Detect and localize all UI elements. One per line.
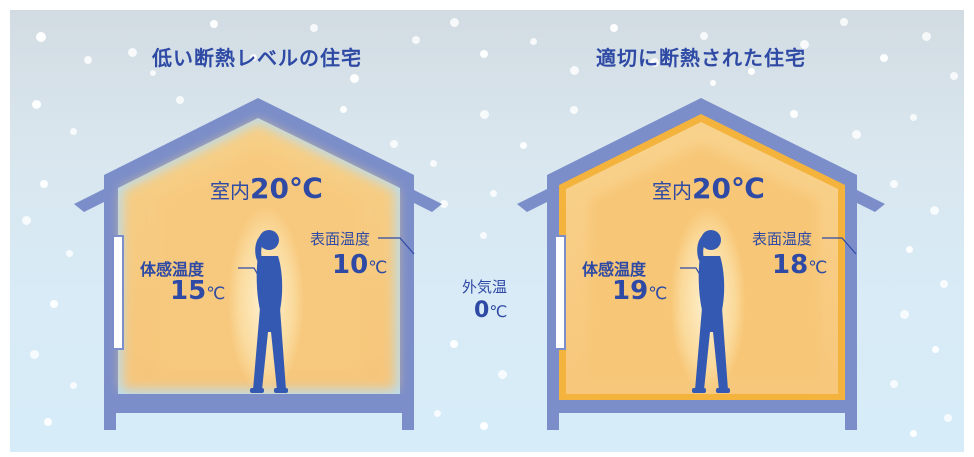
snowflake	[900, 310, 909, 319]
snowflake	[930, 206, 939, 215]
left-feel-unit: ℃	[206, 284, 226, 304]
snowflake	[70, 382, 77, 389]
snowflake	[890, 380, 898, 388]
outside-value: 0	[474, 298, 490, 323]
snowflake	[412, 36, 420, 44]
snowflake	[906, 246, 913, 253]
snowflake	[128, 48, 137, 57]
outside-label: 外気温	[462, 278, 508, 296]
snowflake	[22, 216, 31, 225]
right-feel-value: 19	[612, 276, 649, 306]
outside-unit: ℃	[489, 302, 508, 321]
right-feel-temp: 19℃	[612, 276, 667, 306]
snowflake	[710, 80, 716, 86]
snowflake	[350, 74, 359, 83]
snowflake	[440, 200, 448, 208]
snowflake	[450, 18, 459, 27]
snowflake	[250, 54, 257, 61]
left-surface-label: 表面温度	[310, 230, 371, 248]
right-surface-leader	[822, 237, 857, 255]
snowflake	[530, 38, 537, 45]
left-room-label: 室内	[210, 179, 250, 203]
snowflake	[66, 250, 73, 257]
snowflake	[36, 32, 46, 42]
right-feel-label: 体感温度	[582, 260, 647, 279]
snowflake	[480, 110, 489, 119]
houses-illustration	[74, 98, 885, 430]
snowflake	[940, 280, 948, 288]
snowflake	[520, 142, 527, 149]
snowflake	[430, 160, 437, 167]
snowflake	[570, 106, 578, 114]
left-house-title: 低い断熱レベルの住宅	[152, 46, 362, 70]
snowflake	[450, 340, 458, 348]
snowflake	[70, 128, 77, 135]
snowflake	[910, 114, 917, 121]
snowflake	[480, 422, 488, 430]
left-surface-value: 10	[332, 250, 369, 280]
snowflake	[490, 190, 497, 197]
left-house-window	[112, 235, 124, 350]
outside-temp: 0℃	[474, 298, 507, 323]
right-surface-unit: ℃	[808, 258, 828, 278]
right-room-label: 室内	[652, 179, 692, 203]
left-room-temp: 20℃	[250, 172, 323, 205]
snowflake	[44, 418, 52, 426]
snowflake	[30, 350, 39, 359]
left-surface-unit: ℃	[368, 258, 388, 278]
snowflake	[922, 32, 931, 41]
snowflake	[480, 232, 487, 239]
snowflake	[790, 110, 798, 118]
snowflake	[910, 430, 917, 437]
snowflake	[32, 100, 41, 109]
right-surface-value: 18	[772, 250, 809, 280]
snowflake	[748, 68, 755, 75]
snowflake	[176, 96, 184, 104]
right-house-window	[554, 235, 566, 350]
snowflake	[852, 130, 861, 139]
right-room-temp: 20℃	[692, 172, 765, 205]
snowflake	[390, 140, 398, 148]
diagram-canvas: 低い断熱レベルの住宅 室内20℃ 表面温度 10℃ 体感温度 15℃ 適切に断熱…	[10, 10, 964, 452]
snowflake	[50, 300, 58, 308]
snowflake	[932, 346, 939, 353]
left-feel-value: 15	[170, 276, 207, 306]
snowflake	[340, 106, 347, 113]
snowflake	[434, 410, 441, 417]
right-person-icon	[692, 230, 730, 393]
right-feel-unit: ℃	[648, 284, 668, 304]
snowflake	[950, 72, 958, 80]
right-surface-label: 表面温度	[752, 230, 813, 248]
snowflake	[498, 370, 507, 379]
snowflake	[310, 24, 318, 32]
left-room-temp-label: 室内20℃	[210, 172, 323, 205]
right-room-temp-label: 室内20℃	[652, 172, 765, 205]
snowflake	[610, 24, 618, 32]
snowflake	[480, 50, 488, 58]
left-feel-label: 体感温度	[140, 260, 205, 279]
snowflake	[840, 18, 848, 26]
snowflake	[650, 58, 659, 67]
snowflake	[890, 180, 898, 188]
right-house-floor	[547, 400, 857, 410]
snowflake	[880, 54, 888, 62]
snowflake	[210, 20, 218, 28]
snowflake	[150, 70, 156, 76]
left-person-icon	[250, 230, 288, 393]
snowflake	[40, 180, 48, 188]
right-surface-temp: 18℃	[772, 250, 827, 280]
snowflake	[944, 414, 952, 422]
snowflake	[700, 32, 708, 40]
left-surface-leader	[378, 237, 415, 255]
snowflake	[800, 40, 809, 49]
left-house-floor	[104, 394, 414, 408]
left-surface-temp: 10℃	[332, 250, 387, 280]
snowflake	[570, 66, 579, 75]
left-feel-temp: 15℃	[170, 276, 225, 306]
snowflake	[84, 56, 92, 64]
right-house-title: 適切に断熱された住宅	[596, 46, 806, 70]
